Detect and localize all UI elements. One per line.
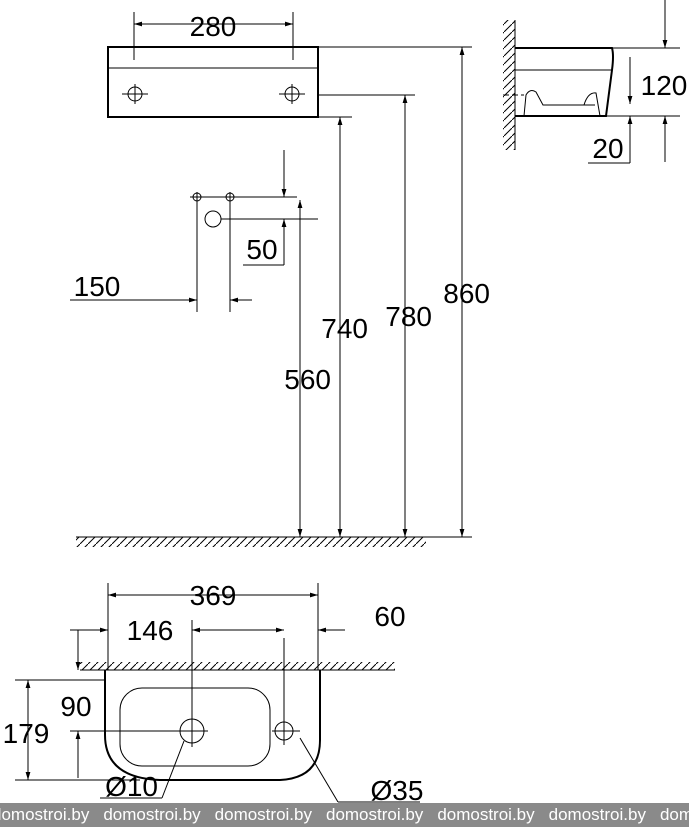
dim-50-label: 50 — [246, 234, 277, 265]
side-view — [503, 0, 680, 164]
watermark-text: domostroi.by — [659, 805, 689, 824]
plan-view — [15, 583, 420, 803]
dim-90-label: 90 — [60, 691, 91, 722]
dimension-280 — [133, 12, 294, 60]
floor-hatch — [76, 537, 426, 547]
dim-drain-diameter-label: Ø35 — [371, 775, 424, 806]
dim-369-label: 369 — [190, 580, 237, 611]
front-view-basin — [107, 46, 319, 118]
watermark-text: domostroi.by — [0, 805, 90, 824]
watermark-text: domostroi.by — [437, 805, 535, 824]
watermark-text: domostroi.by — [325, 805, 424, 824]
dim-860-label: 860 — [443, 278, 490, 309]
dim-120-label: 120 — [641, 70, 688, 101]
dim-20-label: 20 — [592, 133, 623, 164]
mounting-holes — [70, 150, 318, 312]
watermark-band: domostroi.by domostroi.by domostroi.by domo… — [0, 803, 689, 827]
dim-tap-diameter-label: Ø10 — [105, 771, 158, 802]
watermark-text: domostroi.by — [214, 805, 312, 824]
dim-740-label: 740 — [321, 313, 368, 344]
dim-150-label: 150 — [74, 271, 121, 302]
dim-280-label: 280 — [190, 11, 237, 42]
dim-179-label: 179 — [3, 718, 50, 749]
watermark-text: domostroi.by — [103, 805, 201, 824]
watermark-text: domostroi.by — [548, 805, 646, 824]
dim-146-label: 146 — [127, 615, 174, 646]
dim-560-label: 560 — [284, 364, 331, 395]
dim-780-label: 780 — [385, 301, 432, 332]
dim-60-label: 60 — [374, 601, 405, 632]
